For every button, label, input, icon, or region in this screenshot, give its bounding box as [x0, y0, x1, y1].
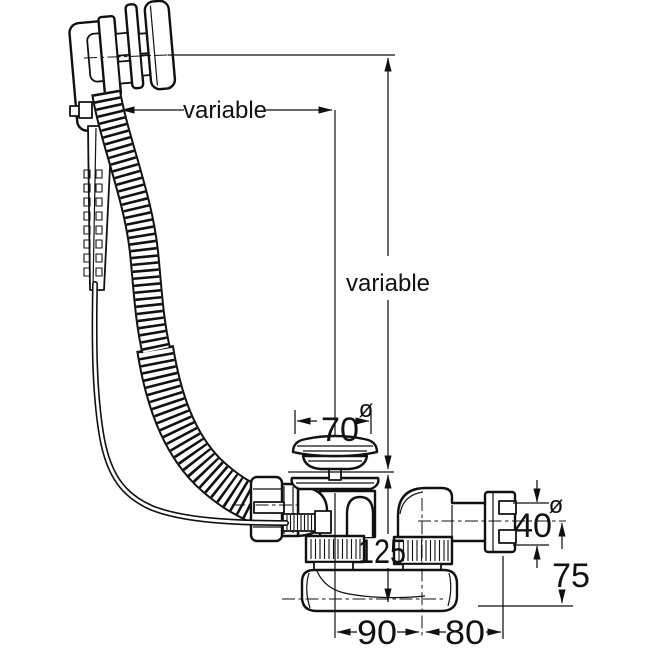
dimension-build-height: 125 [358, 474, 406, 603]
cable-core [93, 282, 288, 525]
hose-upper-body [93, 89, 169, 353]
outlet-nut-slot-lower [498, 529, 517, 544]
dimension-outlet-diameter: 40 ø [513, 480, 564, 568]
dim-label-75: 75 [552, 557, 590, 595]
hose-union-nut [249, 475, 285, 543]
dim-label-variable-horizontal: variable [183, 97, 267, 124]
waste-nut-ribs [310, 539, 361, 559]
trap-elbow [396, 486, 489, 543]
dim-label-80: 80 [445, 614, 485, 650]
cable-thread [282, 510, 332, 534]
waste-plug-cap [291, 434, 379, 481]
dimensions: variable variable 70 ø 125 [120, 54, 590, 650]
outlet-nut-slot-upper [498, 500, 517, 515]
thread-lock-block [314, 510, 332, 534]
ratchet-tube-line [92, 127, 97, 289]
dimension-overflow-horizontal: variable [120, 97, 333, 124]
waste-body-right-boss [345, 495, 375, 537]
dim-label-40-diameter-symbol: ø [549, 492, 564, 519]
trap-body-weir-curve [316, 570, 426, 599]
control-cable [91, 281, 289, 526]
dim-label-70: 70 [321, 411, 359, 449]
dim-label-90: 90 [357, 614, 397, 650]
dim-label-125: 125 [358, 533, 406, 571]
outlet-union-nut [483, 490, 517, 554]
overflow-centerline [83, 54, 169, 59]
hose-nut-slot [253, 501, 285, 514]
overflow-hose [91, 89, 267, 523]
rosette-cap-disc [143, 0, 177, 91]
dim-label-variable-vertical: variable [346, 270, 430, 297]
clip-body [78, 101, 93, 119]
trap-body [300, 568, 459, 613]
retaining-clip [69, 101, 93, 119]
plug-skirt [301, 454, 369, 471]
trap-assembly [300, 486, 517, 613]
dimension-outlet-to-base: 75 [478, 522, 590, 607]
dim-label-70-diameter-symbol: ø [359, 396, 374, 423]
hose-lower-corrugation [138, 345, 266, 522]
dimension-bottom-offsets: 90 80 [336, 556, 504, 650]
trap-body-left-curve [306, 572, 311, 609]
centerlines [83, 54, 566, 638]
trap-body-right-curve [447, 572, 452, 607]
dim-label-40: 40 [514, 507, 552, 545]
ratchet-teeth [83, 169, 103, 277]
rosette-cap-edge-line [149, 5, 158, 86]
dimension-cap-diameter: 70 ø [294, 396, 374, 449]
elbow-inner-curve [399, 491, 424, 515]
dimension-overflow-vertical: variable [346, 57, 430, 470]
